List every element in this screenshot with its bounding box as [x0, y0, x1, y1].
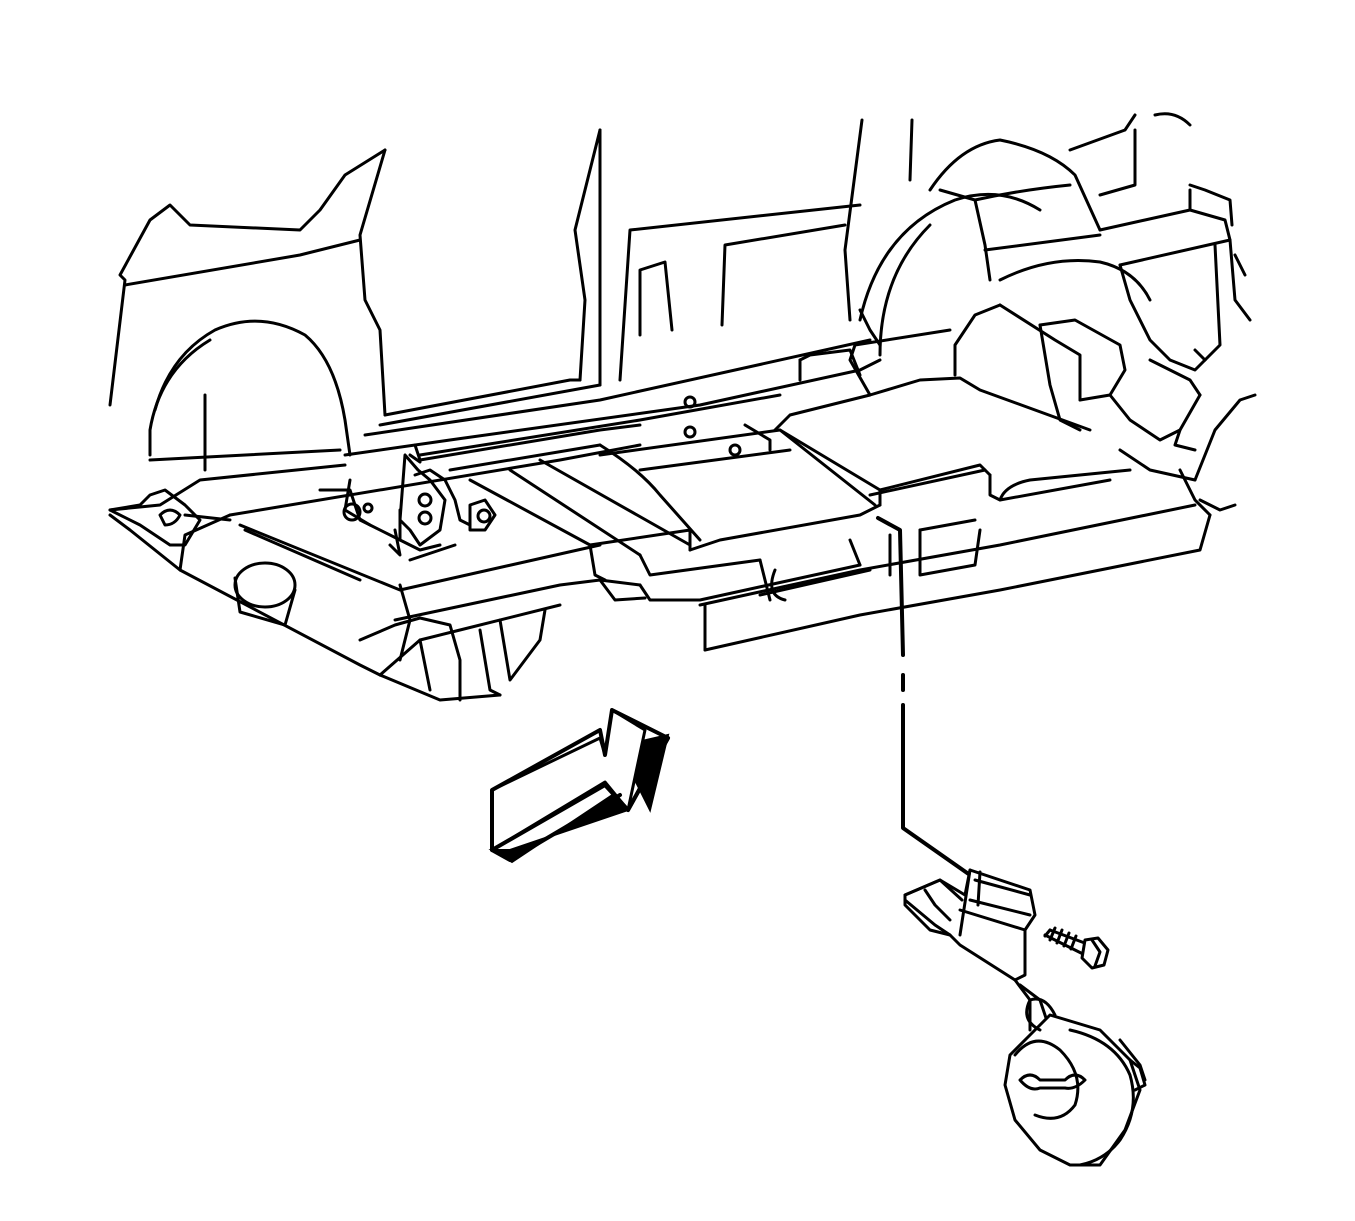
bolt [1043, 926, 1110, 970]
vehicle-body-side [108, 112, 1252, 472]
leader-line [876, 516, 972, 877]
exhaust-hanger-rear-bracket [903, 868, 1052, 1032]
rubber-insulator [1003, 997, 1147, 1167]
exhaust-hanger-front [108, 488, 232, 547]
exhaust-hanger-middle [398, 453, 497, 547]
view-direction-arrow [488, 708, 670, 864]
vehicle-underbody [108, 303, 1257, 702]
